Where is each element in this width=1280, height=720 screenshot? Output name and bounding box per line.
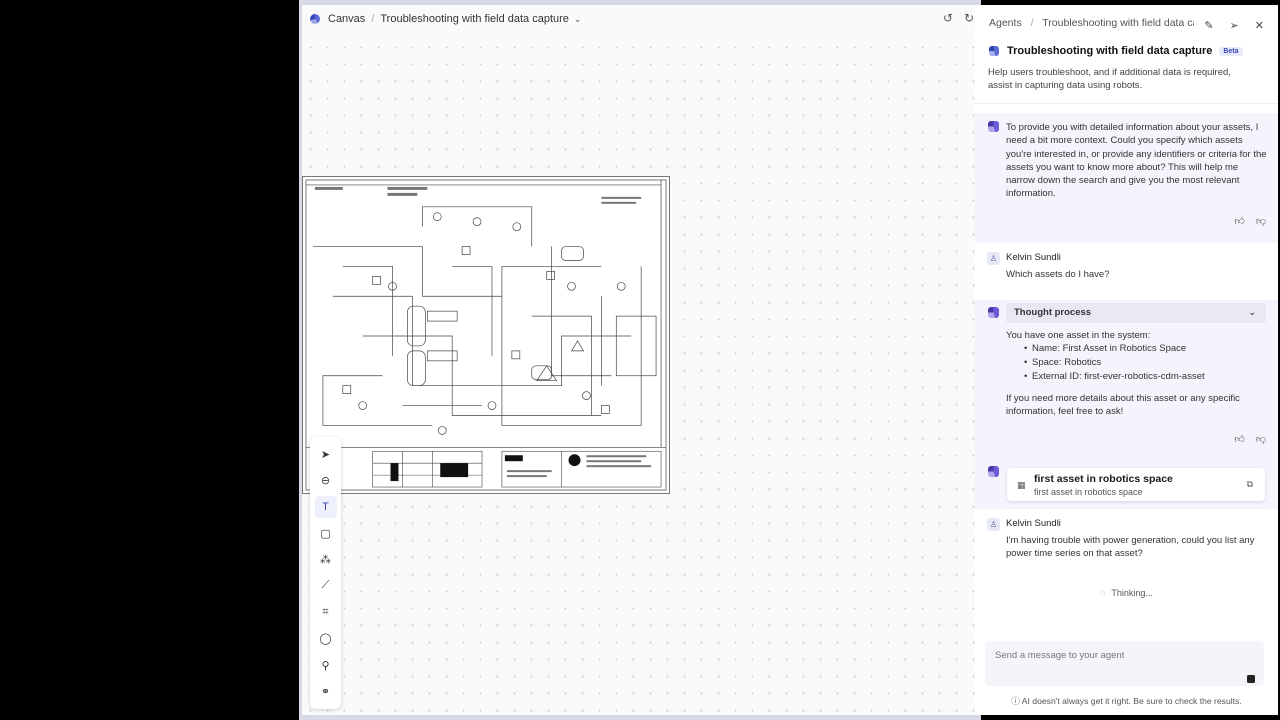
- agent-avatar-icon: [988, 466, 999, 477]
- agent-panel-actions: ✎ ➢ ✕: [1204, 19, 1264, 32]
- frame-tool-icon[interactable]: ⌗: [322, 605, 329, 618]
- agent-message: ▦ first asset in robotics space first as…: [975, 461, 1278, 509]
- agent-message-outro: If you need more details about this asse…: [1006, 393, 1240, 418]
- stamp-tool-icon[interactable]: ⚲: [321, 659, 330, 672]
- agent-description: Help users troubleshoot, and if addition…: [988, 67, 1231, 91]
- list-item: • Space: Robotics: [1024, 356, 1262, 370]
- close-icon[interactable]: ✕: [1254, 20, 1264, 32]
- thought-process-label: Thought process: [1014, 307, 1092, 318]
- chevron-down-icon: ⌄: [1248, 307, 1256, 317]
- beta-badge: Beta: [1219, 46, 1243, 56]
- shapes-tool-icon[interactable]: ⁂: [320, 554, 331, 567]
- user-message: ♙ Kelvin Sundli I'm having trouble with …: [975, 509, 1278, 569]
- user-message: ♙ Kelvin Sundli Which assets do I have?: [975, 243, 1278, 295]
- comment-tool-icon[interactable]: ◯: [319, 633, 332, 646]
- pan-tool-icon[interactable]: ⊖: [320, 474, 331, 487]
- breadcrumb-canvas[interactable]: Canvas: [328, 13, 366, 25]
- canvas-area[interactable]: Canvas / Troubleshooting with field data…: [302, 5, 975, 715]
- canvas-toolbar: ➤ ⊖ T ▢ ⁂ ⟋ ⌗ ◯ ⚲ ⚭: [310, 437, 341, 709]
- sticky-note-tool-icon[interactable]: ▢: [320, 527, 331, 540]
- message-input[interactable]: [993, 649, 1237, 662]
- user-avatar-icon: ♙: [987, 252, 1000, 265]
- canvas-title[interactable]: Troubleshooting with field data capture: [380, 13, 569, 25]
- text-tool-icon[interactable]: T: [314, 495, 337, 518]
- canvas-header: Canvas / Troubleshooting with field data…: [302, 5, 975, 33]
- message-input-box: [985, 641, 1264, 686]
- app-window: Canvas / Troubleshooting with field data…: [299, 0, 1278, 720]
- thought-process-toggle[interactable]: Thought process ⌄: [1006, 303, 1266, 323]
- agent-avatar-icon: [988, 121, 999, 132]
- thinking-indicator: ◌ Thinking...: [975, 588, 1278, 598]
- open-external-icon[interactable]: ⧉: [1246, 479, 1253, 489]
- undo-icon[interactable]: ↺: [943, 11, 954, 25]
- edit-icon[interactable]: ✎: [1204, 20, 1214, 32]
- bullet: •: [1024, 343, 1028, 354]
- breadcrumb-agent-name[interactable]: Troubleshooting with field data capt: [1042, 17, 1194, 29]
- breadcrumb-separator: /: [371, 13, 375, 25]
- agent-breadcrumb: Agents / Troubleshooting with field data…: [989, 17, 1194, 29]
- agent-avatar-icon: [988, 307, 999, 318]
- asset-card-subtitle: first asset in robotics space: [1034, 487, 1143, 497]
- bullet: •: [1024, 370, 1028, 382]
- user-name: Kelvin Sundli: [1006, 518, 1061, 529]
- bullet: •: [1024, 356, 1028, 368]
- thumbs-up-icon[interactable]: 👍︎: [1234, 434, 1245, 445]
- asset-space-detail: Space: Robotics: [1032, 356, 1102, 368]
- stop-generation-button[interactable]: [1247, 675, 1255, 683]
- pid-diagram-drawing: [305, 179, 667, 491]
- ai-disclaimer: ⓘ AI doesn't always get it right. Be sur…: [975, 695, 1278, 707]
- thumbs-down-icon[interactable]: 👎︎: [1255, 216, 1266, 227]
- thumbs-down-icon[interactable]: 👎︎: [1255, 434, 1266, 445]
- breadcrumb-agents[interactable]: Agents: [989, 17, 1022, 29]
- agent-panel: Agents / Troubleshooting with field data…: [975, 5, 1278, 715]
- asset-external-id-detail: External ID: first-ever-robotics-cdm-ass…: [1032, 370, 1205, 382]
- chevron-down-icon[interactable]: ⌄: [573, 13, 582, 24]
- thumbs-up-icon[interactable]: 👍︎: [1234, 216, 1245, 227]
- app-logo-icon: [310, 14, 320, 24]
- agent-message: Thought process ⌄ You have one asset in …: [975, 300, 1278, 461]
- table-icon: ▦: [1017, 480, 1026, 490]
- list-item: • Name: First Asset in Robotics Space: [1024, 342, 1262, 356]
- asset-card[interactable]: ▦ first asset in robotics space first as…: [1007, 468, 1265, 501]
- asset-name-detail: Name: First Asset in Robotics Space: [1032, 343, 1187, 354]
- asset-card-name: first asset in robotics space: [1034, 473, 1173, 485]
- message-feedback: 👍︎ 👎︎: [1234, 433, 1266, 445]
- agent-message-text: To provide you with detailed information…: [1006, 122, 1267, 200]
- user-message-text: Which assets do I have?: [1006, 269, 1110, 280]
- asset-details-list: • Name: First Asset in Robotics Space • Sp…: [1024, 342, 1262, 384]
- user-name: Kelvin Sundli: [1006, 252, 1061, 263]
- redo-icon[interactable]: ↻: [964, 11, 975, 25]
- info-icon: ⓘ: [1011, 696, 1020, 706]
- disclaimer-text: AI doesn't always get it right. Be sure …: [1021, 696, 1242, 706]
- list-item: • External ID: first-ever-robotics-cdm-as…: [1024, 370, 1262, 384]
- divider: [975, 103, 1278, 104]
- message-feedback: 👍︎ 👎︎: [1234, 215, 1266, 227]
- breadcrumb-separator: /: [1030, 17, 1034, 29]
- thinking-label: Thinking...: [1111, 588, 1153, 598]
- agent-logo-icon: [989, 46, 999, 56]
- agent-title-row: Troubleshooting with field data capture …: [989, 45, 1243, 57]
- agent-message: To provide you with detailed information…: [975, 113, 1278, 243]
- agent-message-intro: You have one asset in the system:: [1006, 330, 1151, 341]
- connect-tool-icon[interactable]: ⚭: [320, 686, 331, 699]
- agent-panel-header: Agents / Troubleshooting with field data…: [975, 5, 1278, 45]
- spinner-icon: ◌: [1100, 588, 1106, 598]
- share-icon[interactable]: ➢: [1229, 20, 1239, 32]
- user-message-text: I'm having trouble with power generation…: [1006, 535, 1255, 560]
- agent-title: Troubleshooting with field data capture: [1007, 45, 1213, 57]
- line-tool-icon[interactable]: ⟋: [321, 579, 330, 592]
- pid-diagram-image[interactable]: [302, 176, 670, 494]
- select-tool-icon[interactable]: ➤: [320, 448, 331, 461]
- user-avatar-icon: ♙: [987, 518, 1000, 531]
